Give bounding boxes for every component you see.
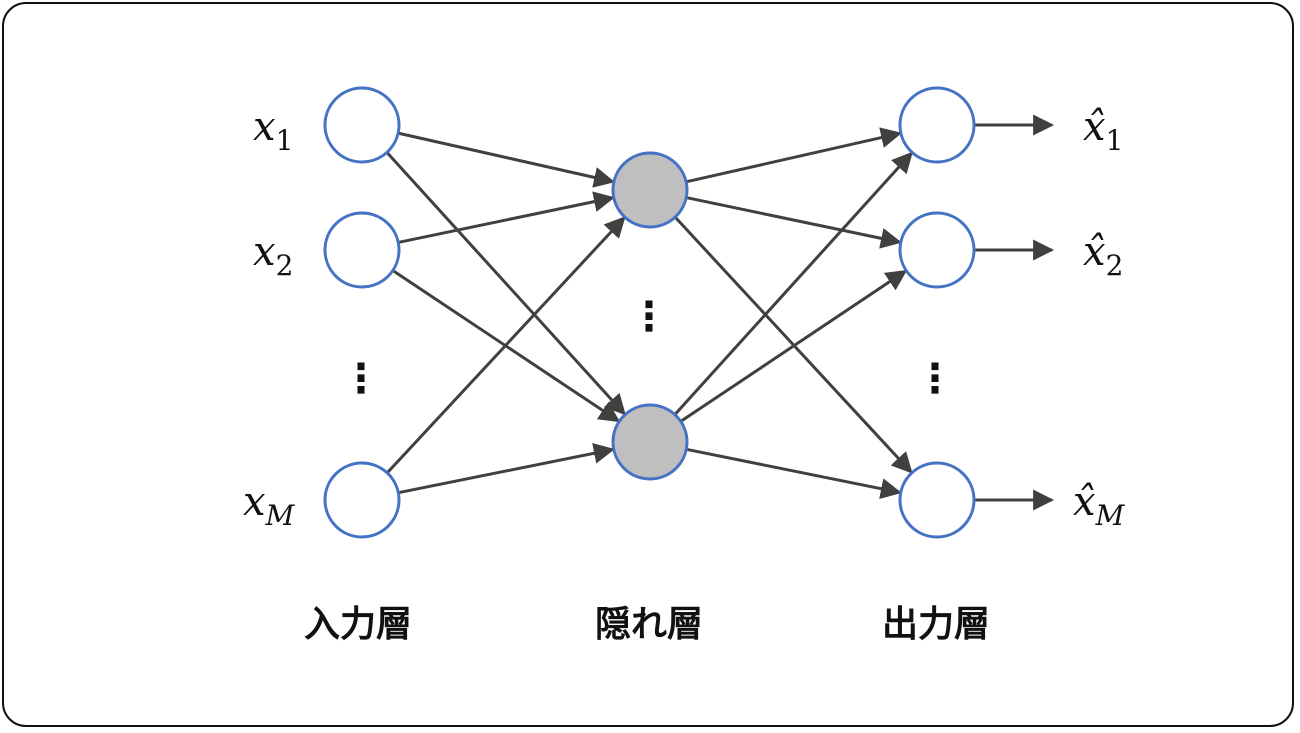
- input-node-3: [323, 461, 401, 539]
- network-nodes: [323, 86, 976, 539]
- input-label-m: xM: [243, 479, 296, 532]
- input-ellipsis: ⋮: [341, 356, 381, 402]
- input-layer-label: 入力層: [304, 604, 412, 645]
- hidden-ellipsis: ⋮: [629, 294, 669, 340]
- connection-edges: [385, 114, 1055, 511]
- output-node-2: [898, 211, 976, 289]
- hidden-node-1: [611, 151, 689, 229]
- edge-hidden2-output2: [679, 269, 908, 423]
- hidden-node-2: [611, 403, 689, 481]
- output-label-2: x̂2: [1083, 229, 1123, 282]
- edge-input1-hidden2: [385, 151, 626, 416]
- edge-input3-hidden1: [386, 216, 626, 474]
- output-ellipsis: ⋮: [915, 356, 955, 402]
- input-node-1: [323, 86, 401, 164]
- output-label-1: x̂1: [1083, 104, 1123, 157]
- edge-hidden2-output3: [685, 447, 902, 500]
- edge-input1-hidden1: [397, 131, 615, 188]
- edge-hidden1-output1: [685, 127, 902, 184]
- edge-input2-hidden1: [397, 191, 615, 244]
- output-label-m: x̂M: [1073, 479, 1126, 532]
- output-layer-label: 出力層: [882, 604, 990, 645]
- input-label-2: x2: [253, 229, 293, 282]
- edge-hidden1-output2: [685, 196, 902, 249]
- input-label-1: x1: [253, 104, 293, 157]
- edge-input3-hidden2: [397, 442, 615, 495]
- input-node-2: [323, 211, 401, 289]
- edge-hidden2-output1: [673, 151, 913, 416]
- hidden-layer-label: 隠れ層: [595, 604, 703, 645]
- output-node-1: [898, 86, 976, 164]
- output-node-3: [898, 461, 976, 539]
